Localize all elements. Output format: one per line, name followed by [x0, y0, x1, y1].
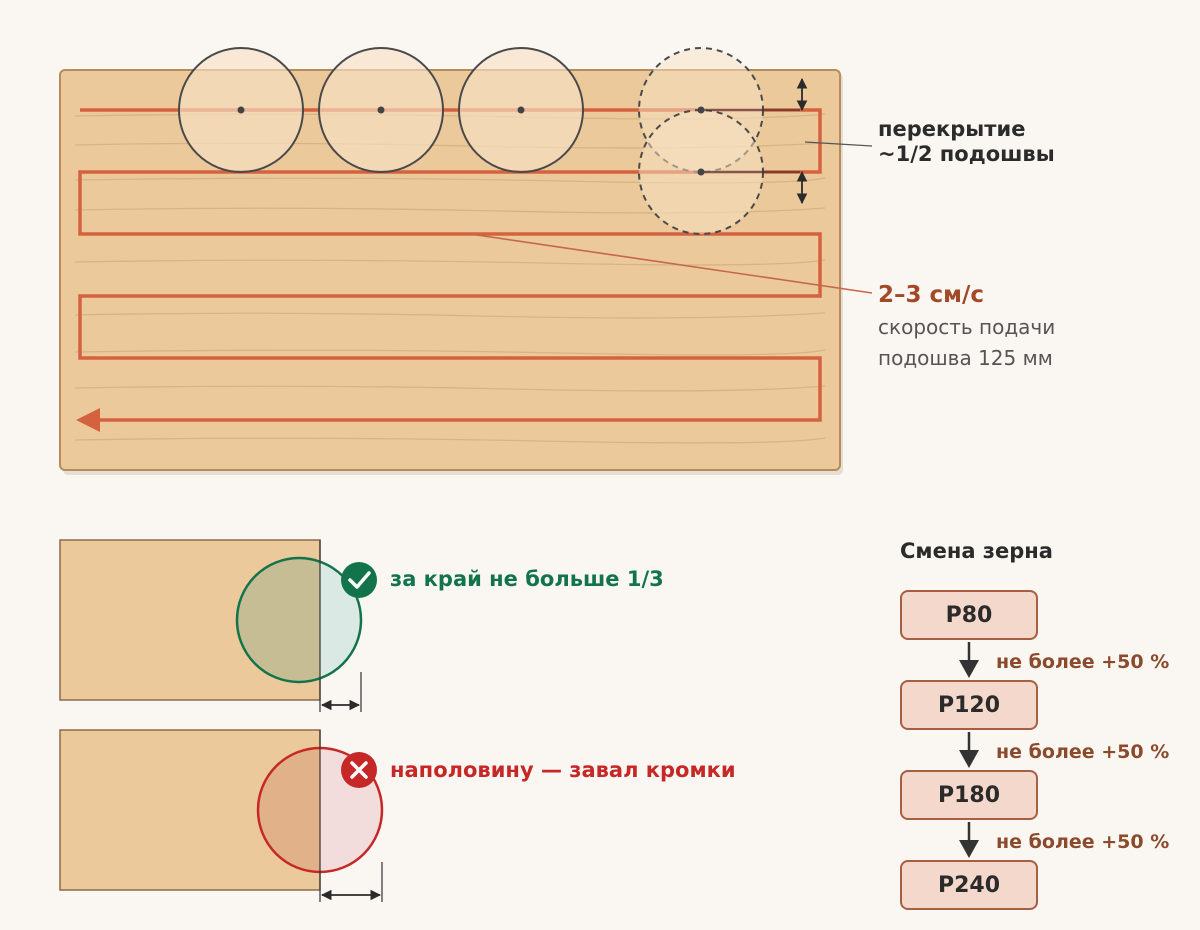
grit-step-note: не более +50 %: [996, 831, 1170, 853]
check-icon: [341, 562, 377, 598]
edge-rule-ok-text: за край не больше 1/3: [390, 567, 664, 591]
grit-step-note: не более +50 %: [996, 651, 1170, 673]
edge-example-bad: [59, 729, 384, 902]
overlap-label: перекрытие ~1/2 подошвы: [878, 117, 1055, 167]
speed-caption: скорость подачи: [878, 315, 1056, 339]
edge-example-ok: [59, 539, 363, 712]
sanding-path: [78, 108, 822, 422]
grit-step-arrows: [959, 642, 979, 858]
cross-icon: [341, 752, 377, 788]
grit-step-p80: P80: [900, 590, 1038, 640]
grit-step-p120: P120: [900, 680, 1038, 730]
path-end-arrow-icon: [76, 408, 100, 432]
grit-change-title: Смена зерна: [900, 539, 1053, 563]
grit-step-p180: P180: [900, 770, 1038, 820]
grit-step-p240: P240: [900, 860, 1038, 910]
sanding-pad-positions: [178, 47, 584, 173]
edge-rule-bad-text: наполовину — завал кромки: [390, 758, 736, 782]
speed-value: 2–3 см/с: [878, 282, 984, 308]
speed-leader: [469, 233, 873, 294]
overlap-label-line1: перекрытие: [878, 117, 1026, 141]
overlap-leader: [804, 141, 873, 147]
grit-step-note: не более +50 %: [996, 741, 1170, 763]
overlap-pads: [638, 47, 800, 235]
overlap-label-line2: ~1/2 подошвы: [878, 142, 1055, 167]
pad-size-caption: подошва 125 мм: [878, 346, 1053, 370]
